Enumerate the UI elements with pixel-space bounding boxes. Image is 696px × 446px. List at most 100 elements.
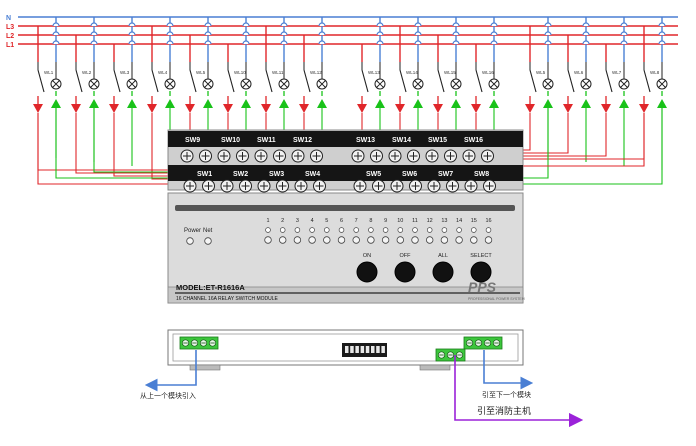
lamp-label: WL1 [44, 70, 54, 75]
red-loop [37, 113, 168, 171]
red-arrow [185, 104, 195, 113]
channel-number: 2 [281, 218, 284, 224]
panel-button-on[interactable] [356, 261, 378, 283]
screw-slot [204, 182, 213, 190]
screw-slot [430, 182, 438, 190]
button-label: ALL [438, 253, 448, 259]
panel-button-select[interactable] [470, 261, 492, 283]
red-arrow [601, 104, 611, 113]
switch-label: SW8 [474, 171, 489, 178]
lamp-label: WL7 [612, 70, 622, 75]
switch-label: SW3 [269, 171, 284, 178]
screw-slot [356, 182, 364, 190]
switch-label: SW9 [185, 137, 200, 144]
lamp-cross [280, 80, 288, 88]
dip-lever [365, 346, 370, 353]
channel-led [337, 236, 346, 244]
green-arrow [203, 99, 213, 108]
switch-contact [227, 69, 235, 93]
channel-led-top [353, 227, 359, 233]
brand-subline: PROFESSIONAL POWER SYSTEM [468, 297, 525, 301]
channel-led [381, 236, 390, 244]
screw-slot [374, 182, 383, 190]
red-arrow [33, 104, 43, 113]
button-label: OFF [400, 253, 412, 259]
red-loop [523, 113, 531, 151]
dip-lever [376, 346, 380, 353]
dip-lever [350, 346, 354, 353]
line-hop [414, 22, 422, 45]
red-arrow [109, 104, 119, 113]
lamp-cross [490, 80, 498, 88]
red-loop [113, 113, 168, 177]
channel-number: 15 [471, 218, 477, 224]
switch-contact [303, 69, 311, 93]
channel-led [264, 236, 272, 244]
lamp-label: WL5 [196, 70, 206, 75]
line-hop [166, 22, 174, 45]
switch-contact [605, 69, 613, 93]
channel-led-top [309, 227, 315, 233]
green-arrow [619, 99, 629, 108]
line-hop [90, 22, 98, 45]
channel-led [426, 236, 434, 244]
channel-led [470, 236, 478, 244]
screw-slot [183, 152, 191, 160]
screw-slot [467, 182, 475, 190]
screw-slot [186, 182, 194, 190]
screw-slot [483, 152, 492, 160]
panel-button-off[interactable] [394, 261, 416, 283]
upper-terminals [180, 149, 494, 163]
lamp-cross [620, 80, 628, 88]
switch-label: SW4 [305, 171, 320, 178]
line-hop [620, 22, 628, 45]
screw-slot [354, 152, 362, 160]
channel-led-top [382, 227, 389, 233]
green-arrow [51, 99, 61, 108]
to-fire-arrow [454, 355, 584, 428]
green-arrow [581, 99, 591, 108]
model-label: MODEL:ET-R1616A [176, 283, 245, 292]
channel-led [367, 236, 375, 244]
lamp-label: WL8 [650, 70, 660, 75]
channel-number: 16 [485, 218, 491, 224]
screw-slot [485, 182, 494, 190]
channel-number: 13 [441, 218, 447, 224]
red-arrow [357, 104, 367, 113]
upper-terminal-strip [168, 131, 523, 147]
line-hop [582, 22, 590, 45]
red-arrow [223, 104, 233, 113]
lamp-cross [166, 80, 174, 88]
dip-lever [371, 346, 375, 353]
green-terminal-block [179, 336, 219, 350]
channel-number: 6 [340, 218, 343, 224]
bus-label: L3 [6, 24, 14, 31]
switch-label: SW15 [428, 137, 447, 144]
switch-contact [475, 69, 483, 93]
switch-label: SW12 [293, 137, 312, 144]
screw-slot [315, 182, 324, 190]
screw-slot [372, 152, 381, 160]
channel-number: 3 [296, 218, 299, 224]
switch-contact [361, 69, 369, 93]
line-hop [52, 22, 60, 45]
fire-terminal [435, 348, 466, 362]
brand-logo: PPS [468, 279, 497, 295]
screw-slot [275, 152, 284, 160]
red-loop [523, 113, 607, 157]
front-panel [167, 192, 524, 304]
line-hop [544, 22, 552, 45]
panel-button-all[interactable] [432, 261, 454, 283]
screw-slot [238, 152, 247, 160]
to-next-arrow [483, 350, 534, 390]
lamp-label: WL4 [158, 70, 168, 75]
switch-contact [529, 69, 537, 93]
switch-contact [265, 69, 273, 93]
lamp-cross [242, 80, 250, 88]
red-arrow [563, 104, 573, 113]
front-panel-top-slot [175, 205, 515, 211]
switch-label: SW7 [438, 171, 453, 178]
